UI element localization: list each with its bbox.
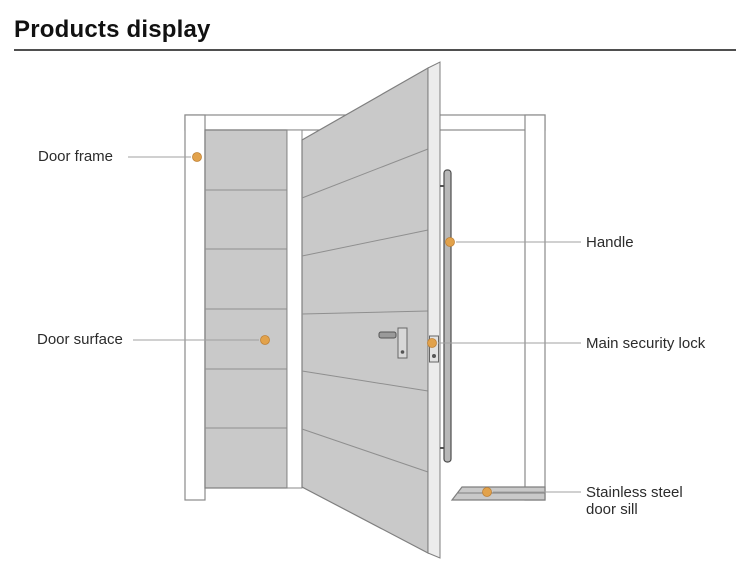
door-groove-line <box>301 370 429 392</box>
label-main-security-lock: Main security lock <box>586 335 706 352</box>
security-lock <box>378 327 439 363</box>
door-groove-line <box>301 428 429 473</box>
marker-door-sill <box>482 487 492 497</box>
callout-markers <box>192 152 492 497</box>
frame-mullion <box>286 129 303 489</box>
label-door-frame: Door frame <box>38 148 114 165</box>
open-door <box>301 61 441 559</box>
lock-edge-plate <box>429 335 439 363</box>
door-groove-line <box>301 310 429 315</box>
door-edge-face <box>427 61 441 559</box>
lock-bolt-dot <box>432 354 436 358</box>
leader-lines <box>128 156 581 493</box>
marker-door-surface <box>260 335 270 345</box>
marker-main-security-lock <box>427 338 437 348</box>
label-handle: Handle <box>586 234 634 251</box>
page-title: Products display <box>14 16 211 43</box>
door-groove-line <box>301 229 429 257</box>
door-surface-panel <box>204 129 303 489</box>
frame-right <box>524 114 546 501</box>
frame-left <box>184 114 206 501</box>
label-stainless-steel-door-sill: Stainless steel door sill <box>586 484 683 518</box>
door-handle <box>440 169 452 463</box>
title-divider <box>14 49 736 51</box>
door-frame-shape <box>184 114 546 501</box>
label-door-surface: Door surface <box>37 331 123 348</box>
lock-body <box>397 327 408 359</box>
lock-lever <box>378 331 397 339</box>
marker-handle <box>445 237 455 247</box>
door-leaf <box>301 66 429 554</box>
keyhole <box>400 350 405 354</box>
marker-door-frame <box>192 152 202 162</box>
door-sill <box>450 486 546 501</box>
door-groove-line <box>301 148 429 199</box>
handle-bar <box>443 169 452 463</box>
